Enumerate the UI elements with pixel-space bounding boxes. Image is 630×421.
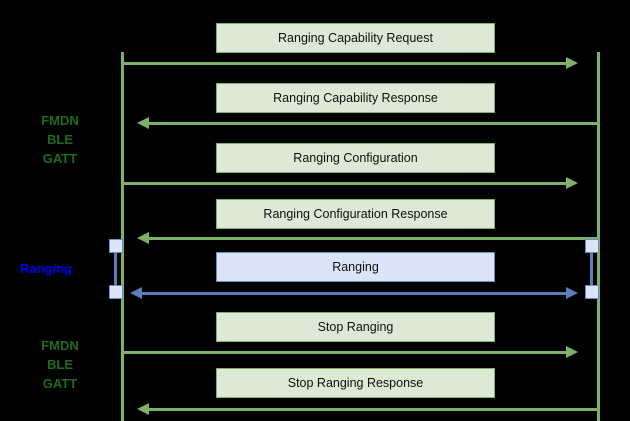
message-label: Ranging Configuration <box>293 151 418 165</box>
arrow-head-right-icon <box>566 177 578 189</box>
message-label: Ranging <box>332 260 379 274</box>
activation-box-left-start[interactable] <box>109 239 123 253</box>
arrow-line-ranging-configuration-response <box>149 237 597 240</box>
phase-label-fmdn-ble-gatt-top: FMDN BLE GATT <box>41 113 79 166</box>
arrow-line-ranging-capability-response <box>149 122 597 125</box>
arrow-head-left-icon <box>137 403 149 415</box>
message-box-ranging-capability-response[interactable]: Ranging Capability Response <box>216 83 495 113</box>
activation-bar-right <box>590 245 593 293</box>
lifeline-right <box>597 52 600 421</box>
message-box-ranging-configuration[interactable]: Ranging Configuration <box>216 143 495 173</box>
activation-box-right-end[interactable] <box>585 285 599 299</box>
message-label: Stop Ranging Response <box>287 376 424 390</box>
arrow-line-ranging-configuration <box>123 182 570 185</box>
message-box-ranging-capability-request[interactable]: Ranging Capability Request <box>216 23 495 53</box>
message-label: Stop Ranging <box>317 320 394 334</box>
message-box-ranging-configuration-response[interactable]: Ranging Configuration Response <box>216 199 495 229</box>
message-box-stop-ranging[interactable]: Stop Ranging <box>216 312 495 342</box>
phase-label-ranging: Ranging <box>20 261 72 276</box>
arrow-line-ranging <box>137 292 570 295</box>
arrow-head-right-icon <box>566 57 578 69</box>
activation-box-right-start[interactable] <box>585 239 599 253</box>
arrow-line-ranging-capability-request <box>123 62 570 65</box>
arrow-head-right-icon <box>566 287 578 299</box>
arrow-line-stop-ranging-response <box>149 408 597 411</box>
phase-label-fmdn-ble-gatt-bottom: FMDN BLE GATT <box>41 338 79 391</box>
arrow-head-left-icon <box>130 287 142 299</box>
message-box-ranging[interactable]: Ranging <box>216 252 495 282</box>
message-box-stop-ranging-response[interactable]: Stop Ranging Response <box>216 368 495 398</box>
activation-bar-left <box>114 245 117 293</box>
arrow-head-right-icon <box>566 346 578 358</box>
activation-box-left-end[interactable] <box>109 285 123 299</box>
message-label: Ranging Configuration Response <box>263 207 448 221</box>
lifeline-left <box>121 52 124 421</box>
arrow-line-stop-ranging <box>123 351 570 354</box>
arrow-head-left-icon <box>137 117 149 129</box>
arrow-head-left-icon <box>137 232 149 244</box>
message-label: Ranging Capability Response <box>273 91 438 105</box>
message-label: Ranging Capability Request <box>278 31 433 45</box>
